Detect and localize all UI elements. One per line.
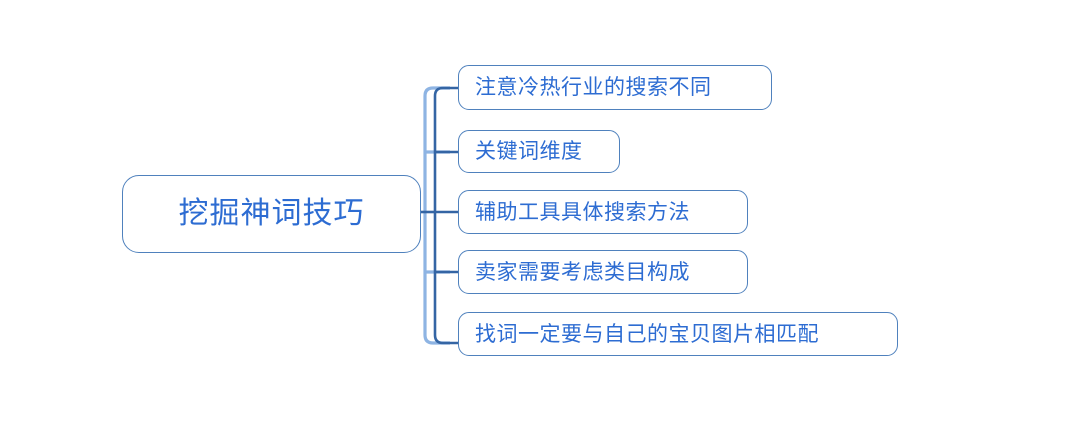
branch-node-3[interactable]: 辅助工具具体搜索方法 bbox=[458, 190, 748, 234]
branch-node-2-label: 关键词维度 bbox=[475, 139, 583, 163]
branch-node-1-label: 注意冷热行业的搜索不同 bbox=[475, 75, 712, 99]
branch-node-4[interactable]: 卖家需要考虑类目构成 bbox=[458, 250, 748, 294]
root-node-label: 挖掘神词技巧 bbox=[178, 196, 365, 231]
root-node[interactable]: 挖掘神词技巧 bbox=[122, 175, 421, 253]
branch-node-5[interactable]: 找词一定要与自己的宝贝图片相匹配 bbox=[458, 312, 898, 356]
branch-node-5-label: 找词一定要与自己的宝贝图片相匹配 bbox=[475, 321, 819, 346]
branch-node-2[interactable]: 关键词维度 bbox=[458, 130, 620, 173]
branch-node-1[interactable]: 注意冷热行业的搜索不同 bbox=[458, 65, 772, 110]
branch-node-3-label: 辅助工具具体搜索方法 bbox=[475, 199, 690, 224]
branch-node-4-label: 卖家需要考虑类目构成 bbox=[475, 259, 690, 284]
